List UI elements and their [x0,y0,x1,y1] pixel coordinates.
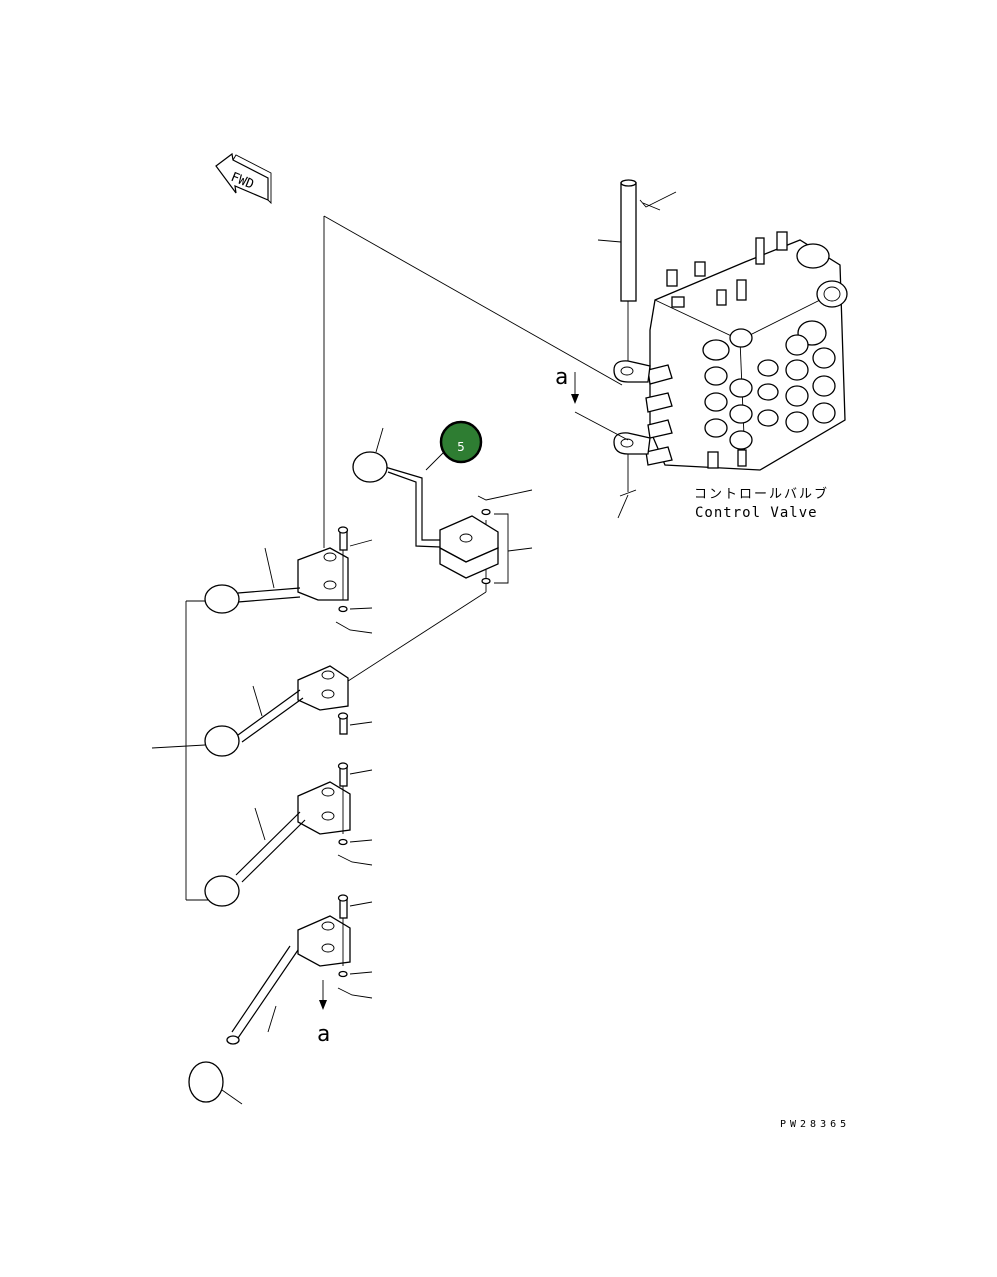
lever-2 [151,665,373,757]
lever-3 [204,762,373,907]
control-valve-body [613,179,848,471]
control-valve-label-en: Control Valve [695,505,818,521]
drawing-number: PW28365 [780,1119,850,1130]
fwd-arrow-icon: FWD [215,152,272,205]
view-mark-a-top: a [555,365,579,404]
valve-leader-lines [597,191,677,519]
control-valve-label-jp: コントロールバルブ [694,486,829,502]
callout-number: 5 [457,440,465,454]
lever-callout-5 [352,427,533,585]
lever-1 [204,526,373,634]
assembly-guide-lines [185,215,629,901]
view-mark-a-bottom: a [317,980,330,1047]
view-mark-top-label: a [555,365,568,390]
lever-4 [188,894,373,1105]
view-mark-bottom-label: a [317,1022,330,1047]
callout-marker-5[interactable]: 5 [439,420,483,464]
